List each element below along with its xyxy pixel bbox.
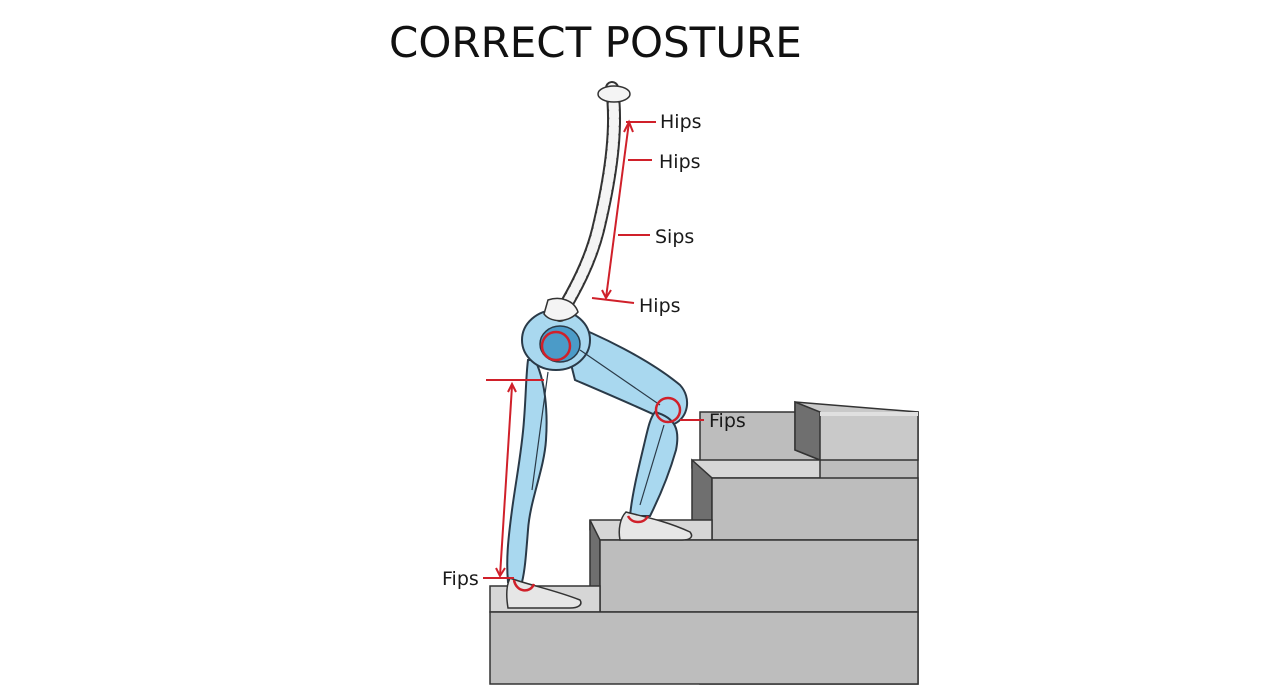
- joint-markers: [512, 330, 682, 592]
- label-spine-top: Hips: [660, 111, 702, 133]
- hip-joint-marker: [540, 330, 572, 362]
- front-ankle-marker: [626, 515, 650, 524]
- staircase-illustration: [489, 400, 919, 685]
- label-ankle: Fips: [442, 568, 479, 590]
- knee-joint-marker: [654, 396, 682, 424]
- spine-illustration: [543, 81, 631, 322]
- label-spine-upper: Hips: [659, 151, 701, 173]
- back-ankle-marker: [512, 579, 536, 592]
- label-knee: Fips: [709, 410, 746, 432]
- legs-illustration: [505, 309, 693, 609]
- annotation-lines: [483, 119, 704, 579]
- label-spine-low: Hips: [639, 295, 681, 317]
- diagram-title: CORRECT POSTURE: [389, 18, 802, 67]
- label-spine-mid: Sips: [655, 226, 694, 248]
